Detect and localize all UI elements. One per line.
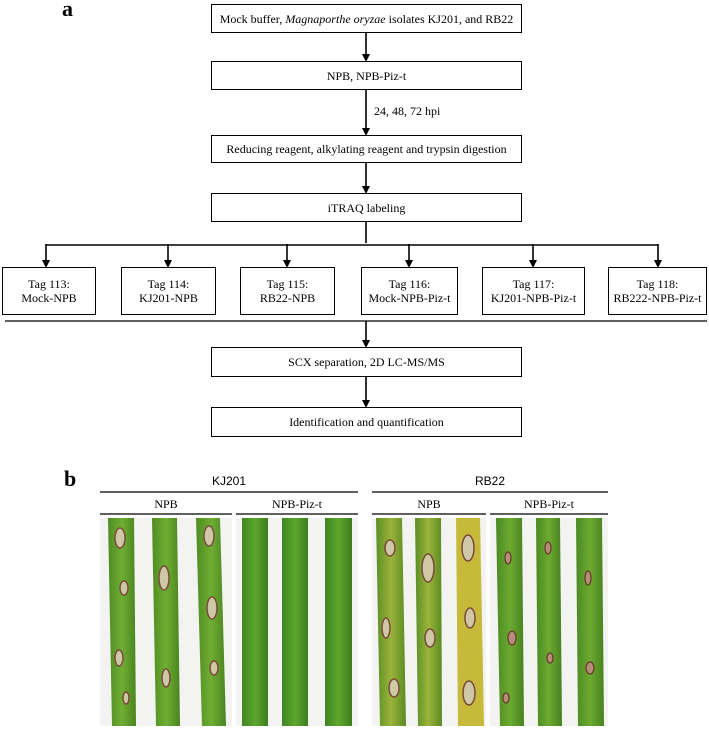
leaf-photo-rb22-npb-piz-t (490, 518, 608, 726)
tag-label: Tag 113: (28, 277, 70, 291)
tag-box-117: Tag 117: KJ201-NPB-Piz-t (482, 267, 585, 315)
rb22-piz-title: NPB-Piz-t (523, 497, 574, 511)
tag-sample: KJ201-NPB-Piz-t (490, 291, 577, 305)
tag-label: Tag 115: (266, 277, 309, 291)
step-cultivars-text: NPB, NPB-Piz-t (326, 68, 407, 83)
tag-sample: RB222-NPB-Piz-t (613, 291, 702, 305)
tag-sample: KJ201-NPB (139, 291, 198, 305)
rb22-npb-title: NPB (417, 497, 441, 511)
leaf-photo-kj201-npb-piz-t (236, 518, 358, 726)
tag-box-118: Tag 118: RB222-NPB-Piz-t (608, 267, 707, 315)
leaf-image (376, 518, 484, 726)
tag-box-115: Tag 115: RB22-NPB (240, 267, 335, 315)
step-inoculation-text: Mock buffer, Magnaporthe oryzae isolates… (219, 11, 514, 26)
leaf-image (496, 518, 604, 726)
leaf-photo-rb22-npb (372, 518, 486, 726)
step-scx-text: SCX separation, 2D LC-MS/MS (288, 355, 445, 369)
step-digestion-box: Reducing reagent, alkylating reagent and… (211, 135, 522, 163)
tag-label: Tag 117: (512, 277, 555, 291)
tag-box-113: Tag 113: Mock-NPB (2, 267, 96, 315)
step-digestion-text: Reducing reagent, alkylating reagent and… (226, 142, 507, 156)
kj201-npb-title: NPB (154, 497, 178, 511)
timepoints-label: 24, 48, 72 hpi (374, 104, 441, 118)
step-scx-box: SCX separation, 2D LC-MS/MS (211, 347, 522, 377)
step-itraq-box: iTRAQ labeling (211, 193, 522, 222)
step-quant-box: Identification and quantification (211, 407, 522, 437)
rb22-group-title: RB22 (474, 474, 506, 488)
tag-sample: Mock-NPB-Piz-t (368, 291, 451, 305)
leaf-photo-kj201-npb (100, 518, 232, 726)
leaf-image (242, 518, 352, 726)
leaf-image (108, 518, 226, 726)
tag-label: Tag 114: (147, 277, 190, 291)
tag-sample: RB22-NPB (259, 291, 316, 305)
tag-label: Tag 118: (636, 277, 679, 291)
kj201-piz-title: NPB-Piz-t (271, 497, 322, 511)
panel-a-label: a (62, 0, 73, 21)
tag-label: Tag 116: (388, 277, 431, 291)
tag-box-116: Tag 116: Mock-NPB-Piz-t (361, 267, 458, 315)
step-inoculation-box: Mock buffer, Magnaporthe oryzae isolates… (211, 4, 522, 33)
step-cultivars-box: NPB, NPB-Piz-t (211, 61, 522, 90)
panel-b-label: b (64, 466, 77, 491)
tag-box-114: Tag 114: KJ201-NPB (121, 267, 216, 315)
tag-sample: Mock-NPB (21, 291, 77, 305)
step-quant-text: Identification and quantification (289, 415, 444, 429)
kj201-group-title: KJ201 (211, 474, 247, 488)
step-itraq-text: iTRAQ labeling (327, 200, 406, 215)
